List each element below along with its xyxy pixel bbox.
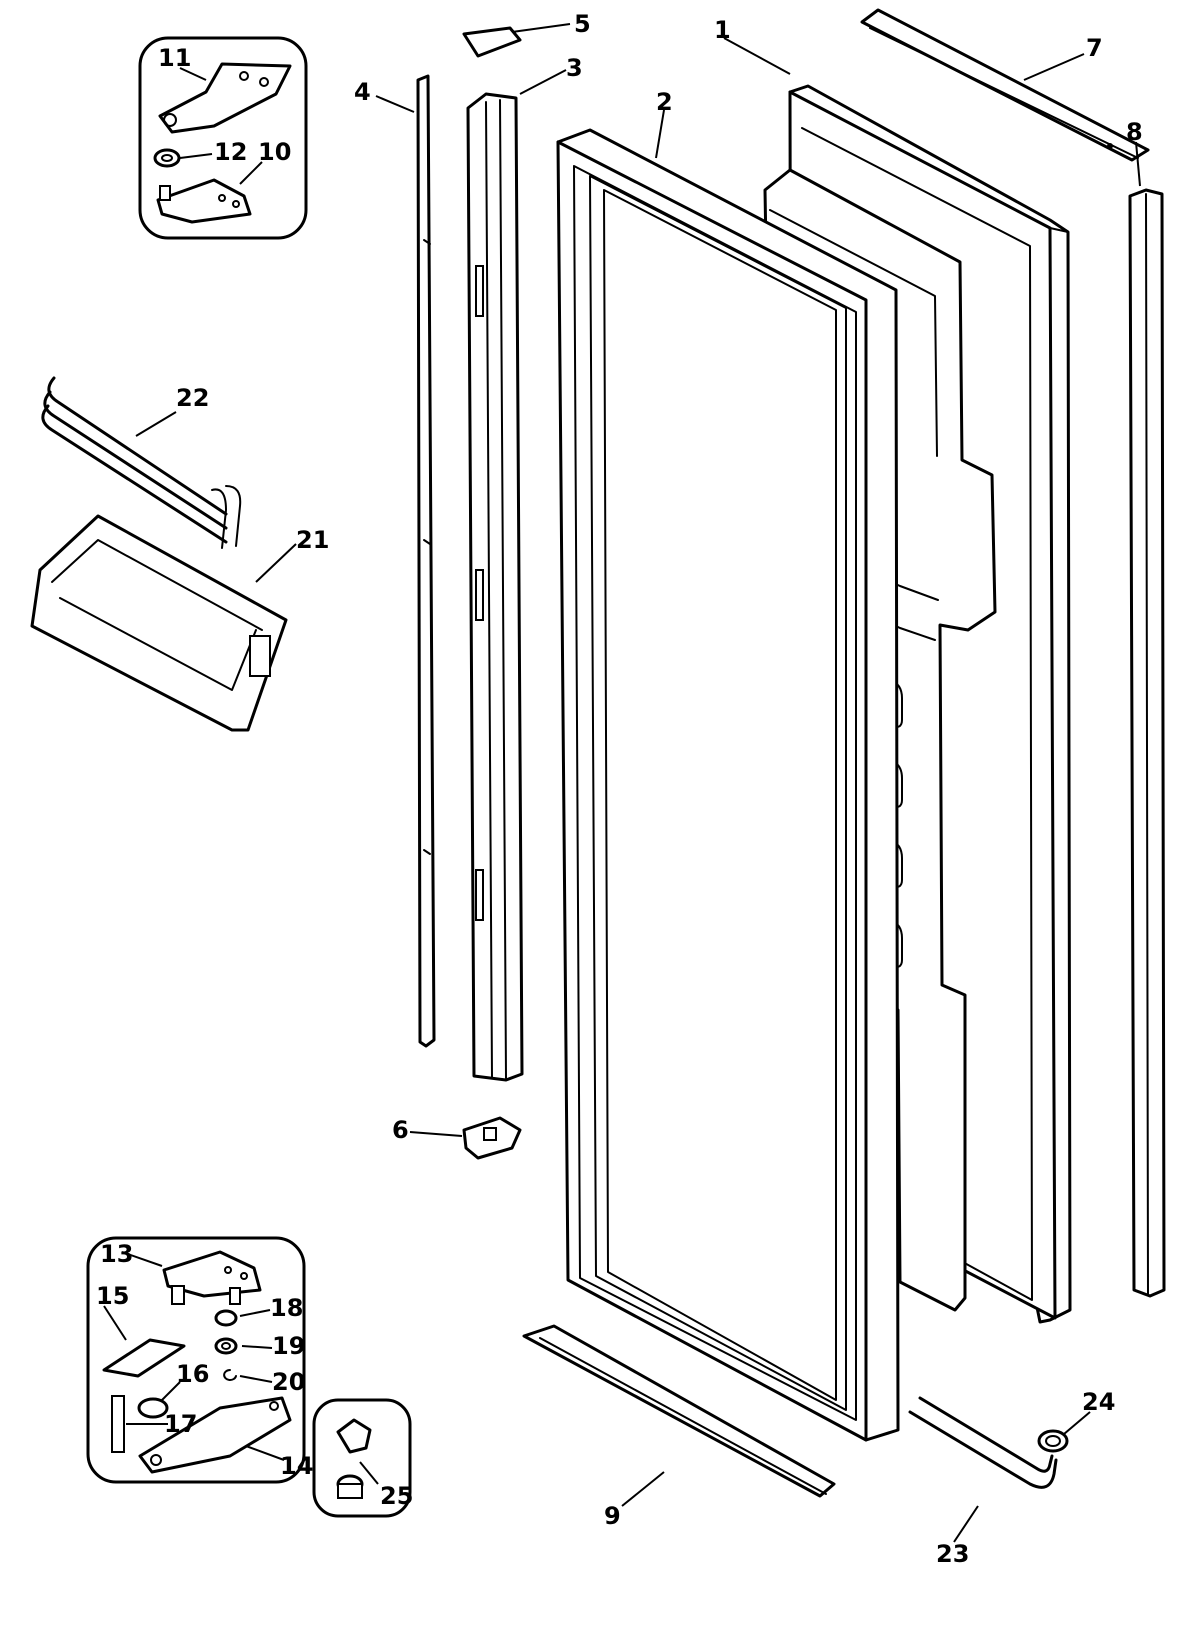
callout-16: 16 [176,1360,209,1388]
part-21-door-bin [30,514,288,732]
callout-10: 10 [258,138,291,166]
callout-14: 14 [280,1452,313,1480]
part-6-clip [462,1116,522,1160]
hinge-group-25 [312,1398,412,1518]
callout-21: 21 [296,526,329,554]
part-22-shelf-rail [41,376,242,549]
callout-24: 24 [1082,1388,1115,1416]
hinge-group-top [138,36,308,240]
callout-8: 8 [1126,118,1143,146]
callout-3: 3 [566,54,583,82]
callout-labels: 1 2 3 4 5 6 7 8 9 10 11 12 13 14 15 16 1… [96,10,1143,1568]
callout-7: 7 [1086,34,1103,62]
callout-11: 11 [158,44,191,72]
callout-25: 25 [380,1482,413,1510]
part-5-top-cap [462,26,522,58]
callout-4: 4 [354,78,371,106]
callout-18: 18 [270,1294,303,1322]
callout-17: 17 [164,1410,197,1438]
part-4-thin-strip [416,74,436,1048]
callout-19: 19 [272,1332,305,1360]
part-3-handle-trim [466,92,524,1082]
part-7-top-trim [860,8,1150,162]
callout-5: 5 [574,10,591,38]
callout-2: 2 [656,88,673,116]
callout-9: 9 [604,1502,621,1530]
callout-22: 22 [176,384,209,412]
hinge-group-bottom [86,1236,306,1484]
part-23-tube [908,1396,1058,1489]
leader-lines [103,23,1141,1543]
callout-6: 6 [392,1116,409,1144]
part-24-ring [1037,1429,1069,1453]
callout-13: 13 [100,1240,133,1268]
part-2-gasket [556,128,900,1442]
part-8-right-trim [1128,188,1166,1298]
callout-1: 1 [714,16,731,44]
callout-12: 12 [214,138,247,166]
callout-23: 23 [936,1540,969,1568]
callout-20: 20 [272,1368,305,1396]
callout-15: 15 [96,1282,129,1310]
part-9-bottom-trim [522,1324,836,1498]
